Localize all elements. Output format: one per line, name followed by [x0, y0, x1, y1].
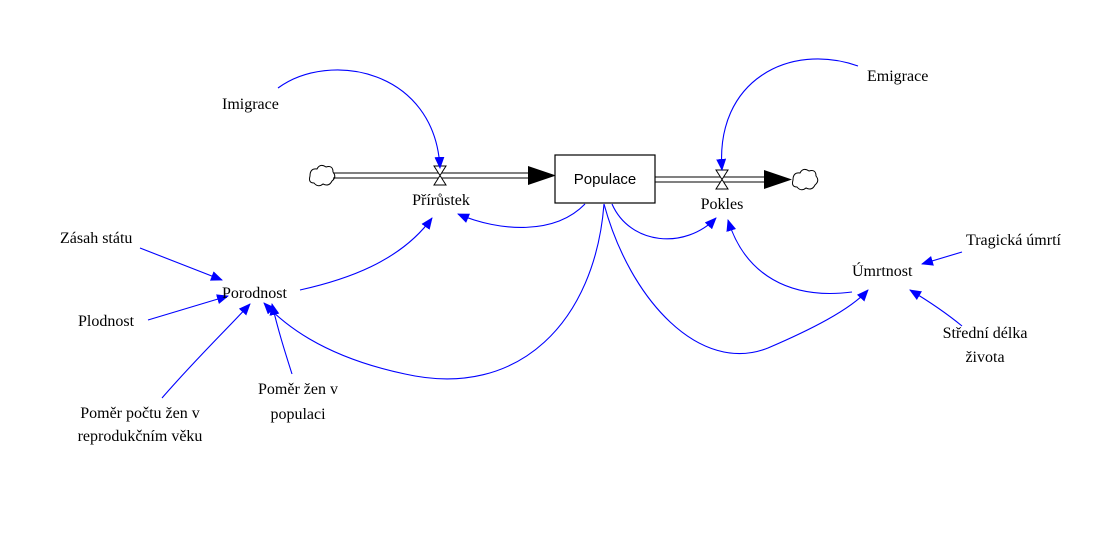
label-porodnost[interactable]: Porodnost [222, 285, 287, 302]
link-populace-porodnost [263, 203, 605, 380]
link-populace-umrtnost [603, 203, 869, 354]
stock-populace[interactable]: Populace [554, 154, 656, 204]
link-populace-prirustek [457, 203, 586, 228]
label-emigrace[interactable]: Emigrace [867, 68, 928, 85]
label-pomer-poctu-zen-2[interactable]: reprodukčním věku [78, 428, 203, 445]
label-pomer-poctu-zen-1[interactable]: Poměr počtu žen v [80, 405, 200, 422]
link-stredni-umrtnost [909, 289, 963, 327]
outflow-pipe [655, 170, 792, 189]
label-stredni-delka-1[interactable]: Střední délka [943, 325, 1028, 342]
link-zasah-porodnost [139, 247, 223, 281]
inflow-valve-icon [433, 165, 447, 186]
link-pomer-poctu-porodnost [161, 303, 251, 399]
label-imigrace[interactable]: Imigrace [222, 96, 279, 113]
link-plodnost-porodnost [147, 294, 229, 321]
label-umrtnost[interactable]: Úmrtnost [852, 261, 913, 280]
sink-cloud-icon [792, 168, 819, 191]
outflow-valve-icon [715, 169, 729, 190]
link-imigrace-prirustek [277, 69, 445, 169]
stock-populace-label: Populace [574, 171, 637, 188]
label-pokles[interactable]: Pokles [701, 196, 744, 213]
label-pomer-zen-1[interactable]: Poměr žen v [258, 381, 338, 398]
label-zasah-statu[interactable]: Zásah státu [60, 230, 132, 247]
label-plodnost[interactable]: Plodnost [78, 313, 135, 330]
link-populace-pokles [611, 203, 717, 240]
label-pomer-zen-2[interactable]: populaci [270, 406, 326, 423]
link-umrtnost-pokles [726, 219, 853, 294]
link-porodnost-prirustek [299, 217, 433, 291]
label-prirustek[interactable]: Přírůstek [412, 192, 470, 209]
link-tragicka-umrtnost [921, 251, 963, 266]
label-tragicka-umrti[interactable]: Tragická úmrtí [966, 232, 1062, 249]
link-emigrace-pokles [716, 58, 859, 171]
link-pomer-zen-porodnost [269, 303, 293, 375]
inflow-pipe [333, 166, 556, 185]
label-stredni-delka-2[interactable]: života [965, 349, 1004, 366]
source-cloud-icon [309, 164, 336, 187]
